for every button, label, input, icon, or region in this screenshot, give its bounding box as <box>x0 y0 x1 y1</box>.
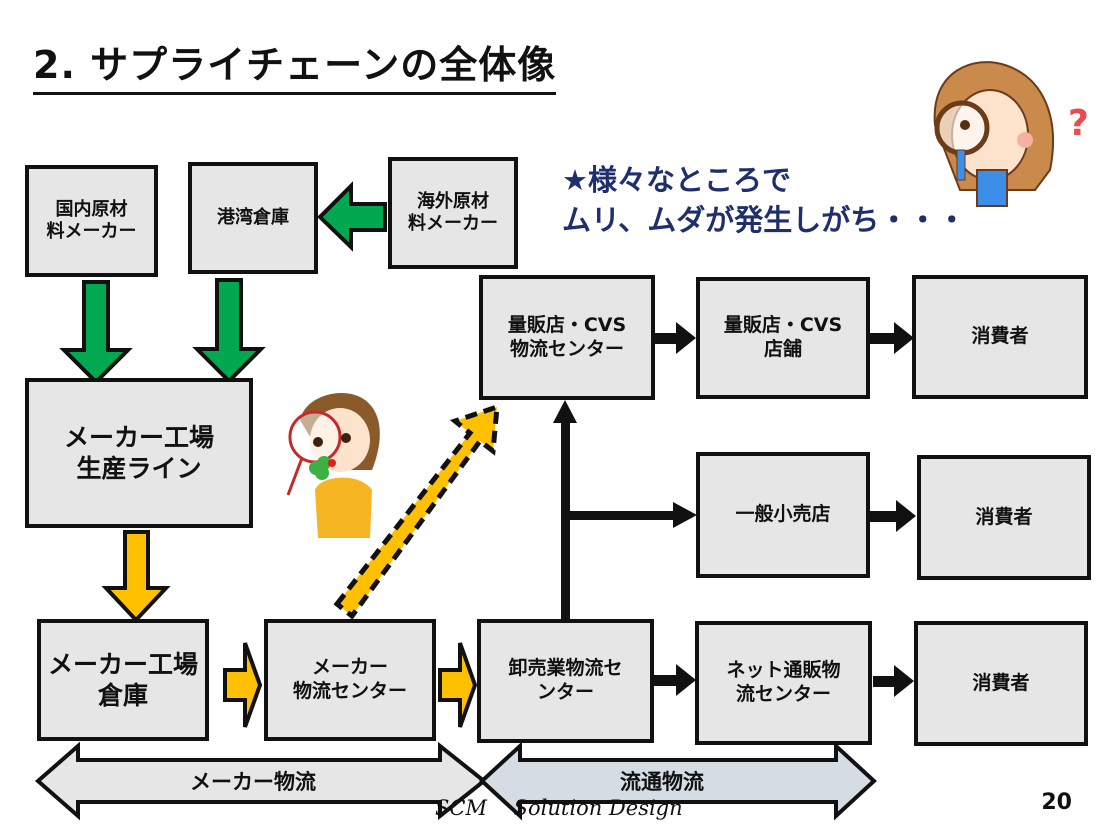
node-consumer-3: 消費者 <box>914 621 1088 746</box>
arrow-retail-to-consumer-2 <box>868 500 916 532</box>
green-arrow-down-2 <box>192 278 266 384</box>
node-overseas-material-maker: 海外原材 料メーカー <box>388 157 518 269</box>
callout-line-1: ★様々なところで <box>562 163 791 197</box>
arrow-wholesale-to-ec <box>654 664 696 696</box>
girl-with-magnifier-illustration <box>286 392 380 538</box>
node-ec-dc: ネット通販物 流センター <box>695 621 872 745</box>
band-label-distribution-logistics: 流通物流 <box>620 770 704 794</box>
node-domestic-material-maker: 国内原材 料メーカー <box>25 165 158 277</box>
question-mark-icon: ? <box>1068 103 1089 144</box>
band-label-maker-logistics: メーカー物流 <box>190 770 316 794</box>
arrow-ec-to-consumer-3 <box>873 665 914 697</box>
arrow-store-to-consumer-1 <box>868 322 914 354</box>
dashed-diagonal-arrow <box>333 403 500 620</box>
node-general-retail: 一般小売店 <box>696 452 870 578</box>
node-maker-dc: メーカー 物流センター <box>264 619 436 741</box>
node-mass-retail-store: 量販店・CVS 店舗 <box>696 277 870 399</box>
woman-with-magnifier-illustration: ? <box>933 61 1089 207</box>
node-wholesale-dc: 卸売業物流セ ンター <box>477 619 654 743</box>
band-maker-logistics <box>34 741 488 821</box>
node-port-warehouse: 港湾倉庫 <box>188 162 318 274</box>
node-factory-line: メーカー工場 生産ライン <box>25 378 253 528</box>
node-consumer-1: 消費者 <box>912 275 1088 399</box>
slide-title: 2. サプライチェーンの全体像 <box>33 40 557 95</box>
green-arrow-left <box>317 181 387 252</box>
yellow-arrow-down <box>101 530 171 623</box>
callout-line-2: ムリ、ムダが発生しがち・・・ <box>562 203 967 237</box>
band-distribution-logistics <box>479 741 877 821</box>
yellow-arrow-right-2 <box>438 642 478 728</box>
page-number: 20 <box>1041 790 1072 815</box>
node-consumer-2: 消費者 <box>917 455 1091 580</box>
node-mass-retail-dc: 量販店・CVS 物流センター <box>479 275 655 400</box>
yellow-arrow-right-1 <box>223 642 263 728</box>
green-arrow-down-1 <box>59 280 133 385</box>
wholesale-branch-connector <box>553 400 697 620</box>
arrow-cvs-dc-to-store <box>652 322 696 354</box>
callout-note: ★様々なところで ムリ、ムダが発生しがち・・・ <box>562 160 966 240</box>
footer-brand: SCM Solution Design <box>435 796 683 820</box>
node-factory-warehouse: メーカー工場 倉庫 <box>37 619 209 741</box>
